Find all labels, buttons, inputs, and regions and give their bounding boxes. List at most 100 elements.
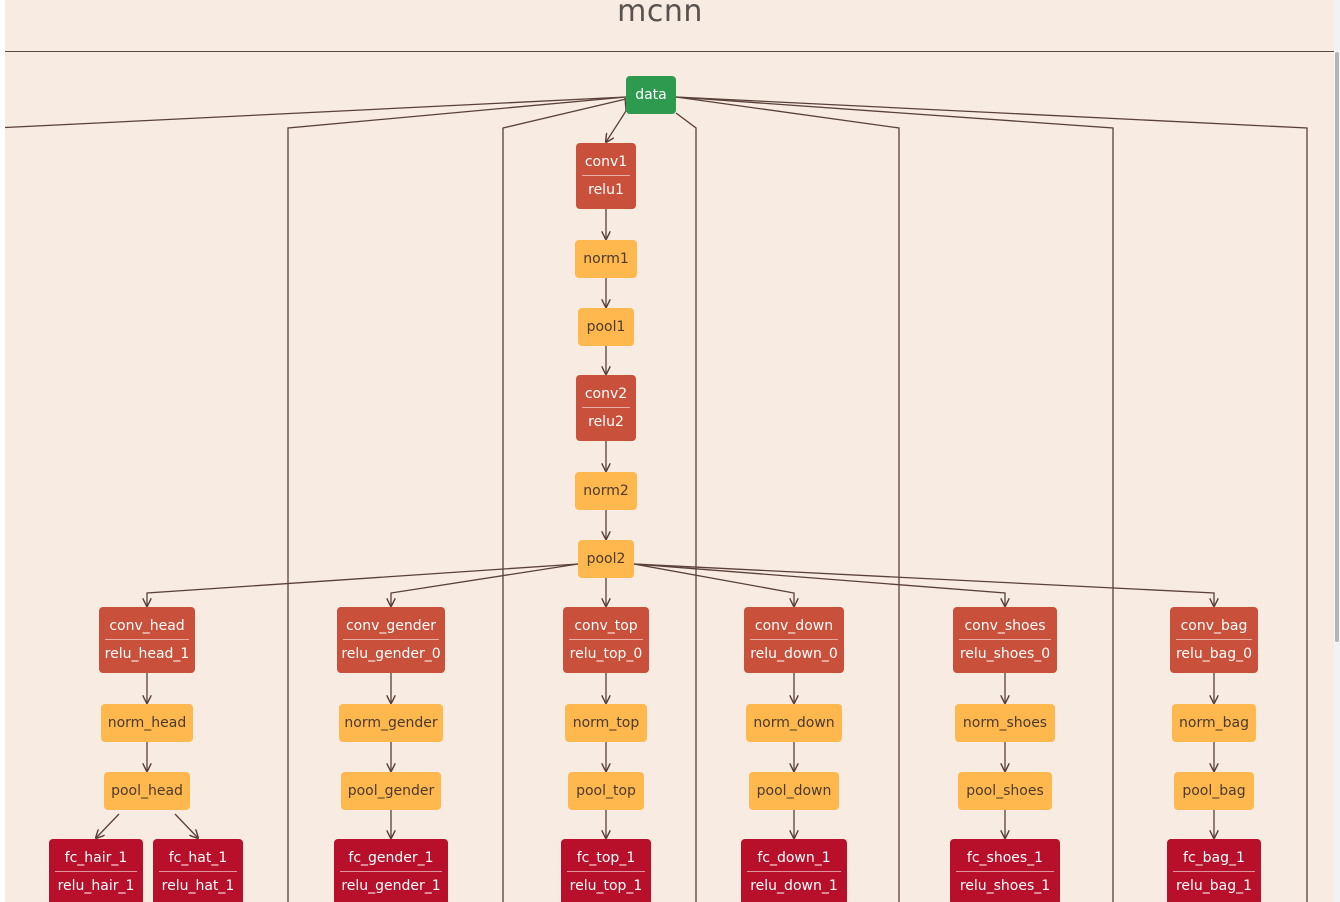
node-norm1[interactable]: norm1 [575, 240, 637, 278]
edge-data-skip-0 [5, 96, 627, 129]
node-pool1[interactable]: pool1 [578, 308, 634, 346]
edge-pool-head-to-fc-hair-1 [96, 813, 120, 838]
edge-data-to-conv1 [606, 97, 627, 142]
node-separator [747, 871, 841, 872]
node-activation-label: relu_bag_0 [1175, 646, 1253, 662]
node-activation-label: relu_top_0 [569, 646, 643, 662]
node-layer-label: pool_shoes [966, 783, 1044, 799]
edge-pool2-to-conv-shoes [633, 563, 1005, 606]
node-layer-label: fc_shoes_1 [966, 850, 1044, 866]
node-layer-label: fc_top_1 [576, 850, 636, 866]
node-conv-top[interactable]: conv_top relu_top_0 [563, 607, 649, 673]
node-separator [582, 407, 630, 408]
node-activation-label: relu_head_1 [104, 646, 190, 662]
node-norm-gender[interactable]: norm_gender [339, 704, 443, 742]
node-separator [55, 871, 137, 872]
node-norm2[interactable]: norm2 [575, 472, 637, 510]
node-layer-label: conv_head [109, 618, 185, 634]
node-layer-label: pool1 [586, 319, 626, 335]
node-fc-hair-1[interactable]: fc_hair_1 relu_hair_1 [49, 839, 143, 902]
node-separator [159, 871, 237, 872]
node-layer-label: pool_head [111, 783, 183, 799]
node-layer-label: conv_bag [1180, 618, 1248, 634]
node-pool-top[interactable]: pool_top [568, 772, 644, 810]
node-layer-label: fc_down_1 [757, 850, 831, 866]
node-conv-bag[interactable]: conv_bag relu_bag_0 [1170, 607, 1258, 673]
node-pool2[interactable]: pool2 [578, 540, 634, 578]
node-separator [1176, 639, 1252, 640]
node-layer-label: norm1 [583, 251, 629, 267]
node-conv1[interactable]: conv1 relu1 [576, 143, 636, 209]
node-norm-shoes[interactable]: norm_shoes [955, 704, 1055, 742]
edge-data-skip-2 [502, 98, 627, 902]
node-layer-label: pool_top [576, 783, 636, 799]
node-separator [582, 175, 630, 176]
node-norm-head[interactable]: norm_head [101, 704, 193, 742]
node-activation-label: relu_down_0 [750, 646, 838, 662]
node-separator [750, 639, 838, 640]
node-separator [105, 639, 189, 640]
node-data[interactable]: data [626, 76, 676, 114]
node-pool-down[interactable]: pool_down [749, 772, 839, 810]
node-pool-head[interactable]: pool_head [104, 772, 190, 810]
node-pool-shoes[interactable]: pool_shoes [958, 772, 1052, 810]
node-layer-label: pool2 [586, 551, 626, 567]
node-conv-gender[interactable]: conv_gender relu_gender_0 [337, 607, 445, 673]
node-separator [959, 639, 1051, 640]
node-fc-gender-1[interactable]: fc_gender_1 relu_gender_1 [334, 839, 448, 902]
node-activation-label: relu_hair_1 [57, 878, 135, 894]
node-layer-label: fc_gender_1 [348, 850, 434, 866]
node-layer-label: pool_down [756, 783, 832, 799]
edge-pool2-to-conv-gender [391, 563, 579, 606]
node-layer-label: norm2 [583, 483, 629, 499]
node-separator [343, 639, 439, 640]
node-activation-label: relu_shoes_1 [959, 878, 1051, 894]
node-activation-label: relu_gender_1 [341, 878, 441, 894]
edge-data-skip-5 [675, 96, 1114, 902]
node-pool-gender[interactable]: pool_gender [341, 772, 441, 810]
edge-data-skip-3 [675, 112, 697, 902]
node-separator [340, 871, 442, 872]
node-conv-head[interactable]: conv_head relu_head_1 [99, 607, 195, 673]
title-divider [5, 51, 1334, 52]
node-layer-label: norm_down [753, 715, 835, 731]
node-separator [956, 871, 1054, 872]
scrollbar-thumb[interactable] [1335, 52, 1339, 642]
node-layer-label: pool_bag [1182, 783, 1246, 799]
node-layer-label: norm_top [572, 715, 640, 731]
edge-data-skip-6 [675, 96, 1308, 902]
node-fc-shoes-1[interactable]: fc_shoes_1 relu_shoes_1 [950, 839, 1060, 902]
node-separator [569, 639, 643, 640]
node-activation-label: relu_down_1 [750, 878, 838, 894]
node-norm-bag[interactable]: norm_bag [1172, 704, 1256, 742]
node-activation-label: relu1 [588, 182, 624, 198]
node-layer-label: conv_top [574, 618, 638, 634]
node-layer-label: fc_bag_1 [1183, 850, 1245, 866]
edge-pool2-to-conv-down [633, 563, 794, 606]
node-layer-label: norm_shoes [962, 715, 1048, 731]
node-activation-label: relu_gender_0 [341, 646, 441, 662]
node-pool-bag[interactable]: pool_bag [1174, 772, 1254, 810]
node-layer-label: conv_gender [345, 618, 437, 634]
edge-pool-head-to-fc-hat-1 [174, 813, 198, 838]
node-layer-label: conv_shoes [964, 618, 1046, 634]
node-conv-shoes[interactable]: conv_shoes relu_shoes_0 [953, 607, 1057, 673]
node-layer-label: conv1 [584, 154, 628, 170]
node-activation-label: relu_hat_1 [161, 878, 235, 894]
node-layer-label: norm_bag [1179, 715, 1249, 731]
node-fc-down-1[interactable]: fc_down_1 relu_down_1 [741, 839, 847, 902]
node-layer-label: fc_hair_1 [64, 850, 128, 866]
node-norm-top[interactable]: norm_top [565, 704, 647, 742]
node-activation-label: relu_shoes_0 [959, 646, 1051, 662]
edge-data-skip-1 [287, 96, 627, 902]
edge-pool2-to-conv-head [147, 563, 579, 606]
node-layer-label: data [635, 87, 667, 103]
node-norm-down[interactable]: norm_down [746, 704, 842, 742]
